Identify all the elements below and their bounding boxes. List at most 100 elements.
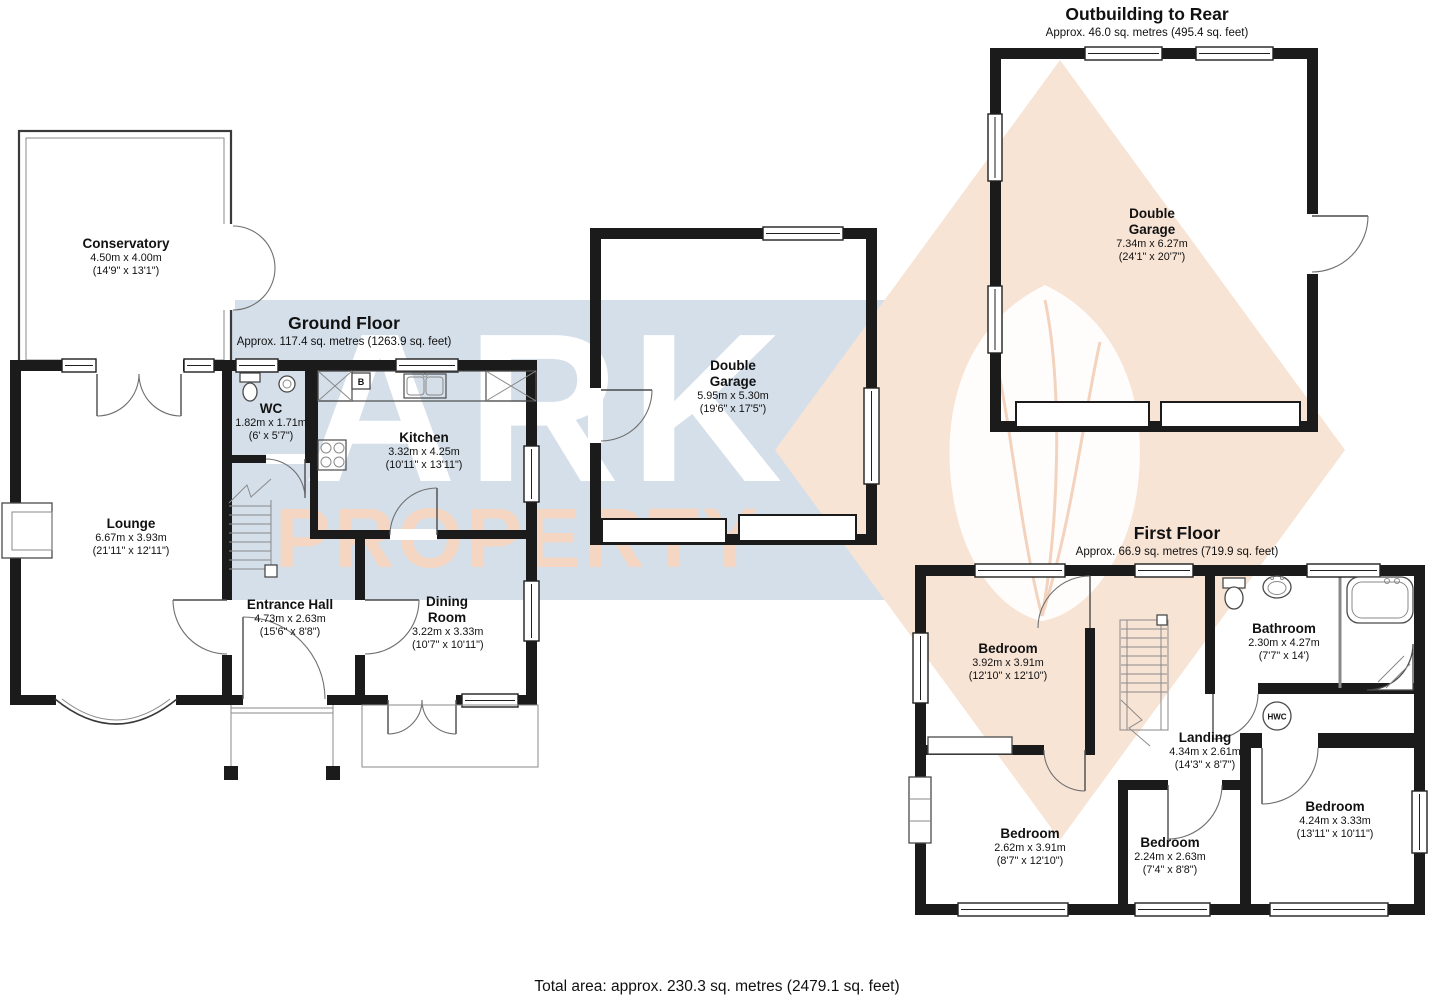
room-name: Double Garage — [1128, 206, 1176, 237]
room-imperial: (24'1" x 20'7") — [1118, 250, 1186, 263]
room-label-dining-room: Dining Room 3.22m x 3.33m (10'7" x 10'11… — [412, 594, 484, 651]
section-title: Outbuilding to Rear — [1065, 4, 1229, 24]
room-metric: 4.50m x 4.00m — [90, 251, 162, 264]
porch — [224, 705, 340, 780]
porch-post — [326, 766, 340, 780]
room-metric: 6.67m x 3.93m — [95, 531, 167, 544]
room-label-conservatory: Conservatory 4.50m x 4.00m (14'9" x 13'1… — [51, 236, 201, 277]
bathroom-fixtures: HWC — [1222, 575, 1414, 731]
wc-fixtures — [239, 372, 296, 402]
room-metric: 7.34m x 6.27m — [1116, 237, 1188, 250]
room-label-garage: Double Garage 5.95m x 5.30m (19'6" x 17'… — [688, 358, 778, 415]
room-name: WC — [259, 401, 283, 416]
kitchen-fixtures: B — [317, 370, 537, 471]
room-name: Bathroom — [1252, 621, 1316, 636]
room-name: Conservatory — [82, 236, 170, 251]
window — [461, 693, 519, 708]
room-metric: 3.92m x 3.91m — [972, 656, 1044, 669]
window — [957, 902, 1069, 917]
garage-door — [601, 518, 727, 544]
room-name: Entrance Hall — [246, 597, 334, 612]
room-imperial: (14'9" x 13'1") — [92, 264, 160, 277]
room-metric: 4.24m x 3.33m — [1299, 814, 1371, 827]
total-area-text: Total area: approx. 230.3 sq. metres (24… — [534, 978, 900, 995]
kitchen-sink-symbol — [403, 372, 447, 399]
section-area: Approx. 66.9 sq. metres (719.9 sq. feet) — [1075, 545, 1279, 558]
room-name: Dining Room — [426, 594, 468, 625]
room-name: Landing — [1178, 730, 1232, 745]
room-imperial: (10'11" x 13'11") — [385, 458, 463, 471]
room-label-entrance-hall: Entrance Hall 4.73m x 2.63m (15'6" x 8'8… — [243, 597, 338, 638]
room-label-landing: Landing 4.34m x 2.61m (14'3" x 8'7") — [1140, 730, 1270, 771]
room-label-kitchen: Kitchen 3.32m x 4.25m (10'11" x 13'11") — [354, 430, 494, 471]
stairs-ground — [228, 478, 278, 578]
sink-symbol — [1262, 575, 1292, 599]
section-title: First Floor — [1133, 523, 1221, 543]
room-imperial: (10'7" x 10'11") — [412, 638, 484, 651]
room-imperial: (12'10" x 12'10") — [968, 669, 1048, 682]
ground-floor-doors — [96, 358, 457, 735]
room-imperial: (7'4" x 8'8") — [1142, 863, 1198, 876]
window — [1269, 902, 1389, 917]
boiler-box: B — [351, 372, 371, 390]
bay-recess — [908, 776, 932, 844]
first-floor-title: First Floor Approx. 66.9 sq. metres (719… — [1076, 523, 1279, 559]
window — [1306, 563, 1381, 578]
window — [523, 445, 540, 503]
hob-symbol — [317, 439, 347, 471]
stairs-first-floor — [1119, 614, 1169, 747]
section-title: Ground Floor — [288, 313, 400, 333]
room-name: Bedroom — [1000, 826, 1060, 841]
room-label-wc: WC 1.82m x 1.71m (6' x 5'7") — [216, 401, 326, 442]
window — [912, 632, 929, 704]
first-floor-walls — [915, 565, 1425, 915]
room-label-bedroom-right: Bedroom 4.24m x 3.33m (13'11" x 10'11") — [1270, 799, 1400, 840]
room-imperial: (8'7" x 12'10") — [996, 854, 1064, 867]
first-floor-windows — [908, 563, 1428, 917]
porch-post — [224, 766, 238, 780]
window — [987, 285, 1003, 354]
ground-floor-title: Ground Floor Approx. 117.4 sq. metres (1… — [237, 313, 452, 349]
room-label-lounge: Lounge 6.67m x 3.93m (21'11" x 12'11") — [56, 516, 206, 557]
section-area: Approx. 46.0 sq. metres (495.4 sq. feet) — [1045, 26, 1249, 39]
room-name: Kitchen — [399, 430, 449, 445]
wardrobe — [927, 736, 1013, 755]
watermark-brand: ARK — [303, 289, 793, 526]
sink-symbol — [278, 375, 296, 393]
window — [235, 358, 279, 373]
room-imperial: (13'11" x 10'11") — [1296, 827, 1374, 840]
room-metric: 4.34m x 2.61m — [1169, 745, 1241, 758]
room-imperial: (21'11" x 12'11") — [92, 544, 170, 557]
toilet-symbol — [1222, 577, 1246, 610]
hwc-label: HWC — [1267, 713, 1286, 722]
room-imperial: (19'6" x 17'5") — [699, 402, 767, 415]
room-name: Double Garage — [709, 358, 757, 389]
hot-water-cylinder: HWC — [1262, 701, 1292, 731]
room-name: Bedroom — [1140, 835, 1200, 850]
room-name: Bedroom — [978, 641, 1038, 656]
window — [1411, 790, 1428, 854]
room-imperial: (7'7" x 14') — [1258, 649, 1310, 662]
room-label-outbuilding-garage: Double Garage 7.34m x 6.27m (24'1" x 20'… — [1107, 206, 1197, 263]
garage-structure — [588, 226, 880, 545]
bay-window — [54, 694, 178, 725]
room-metric: 4.73m x 2.63m — [254, 612, 326, 625]
room-name: Bedroom — [1305, 799, 1365, 814]
window — [1195, 46, 1274, 61]
garage-side-door — [588, 388, 653, 443]
room-metric: 2.30m x 4.27m — [1248, 636, 1320, 649]
shower-symbol — [1366, 643, 1414, 691]
window — [863, 387, 880, 485]
room-metric: 2.24m x 2.63m — [1134, 850, 1206, 863]
room-label-bedroom-middle: Bedroom 2.24m x 2.63m (7'4" x 8'8") — [1110, 835, 1230, 876]
chimney-breast — [1, 502, 53, 559]
window — [987, 113, 1003, 182]
room-imperial: (6' x 5'7") — [248, 429, 294, 442]
window — [974, 563, 1066, 578]
room-label-bedroom-left: Bedroom 2.62m x 3.91m (8'7" x 12'10") — [965, 826, 1095, 867]
room-imperial: (14'3" x 8'7") — [1174, 758, 1236, 771]
room-metric: 3.32m x 4.25m — [388, 445, 460, 458]
outbuilding-title: Outbuilding to Rear Approx. 46.0 sq. met… — [1046, 4, 1249, 40]
